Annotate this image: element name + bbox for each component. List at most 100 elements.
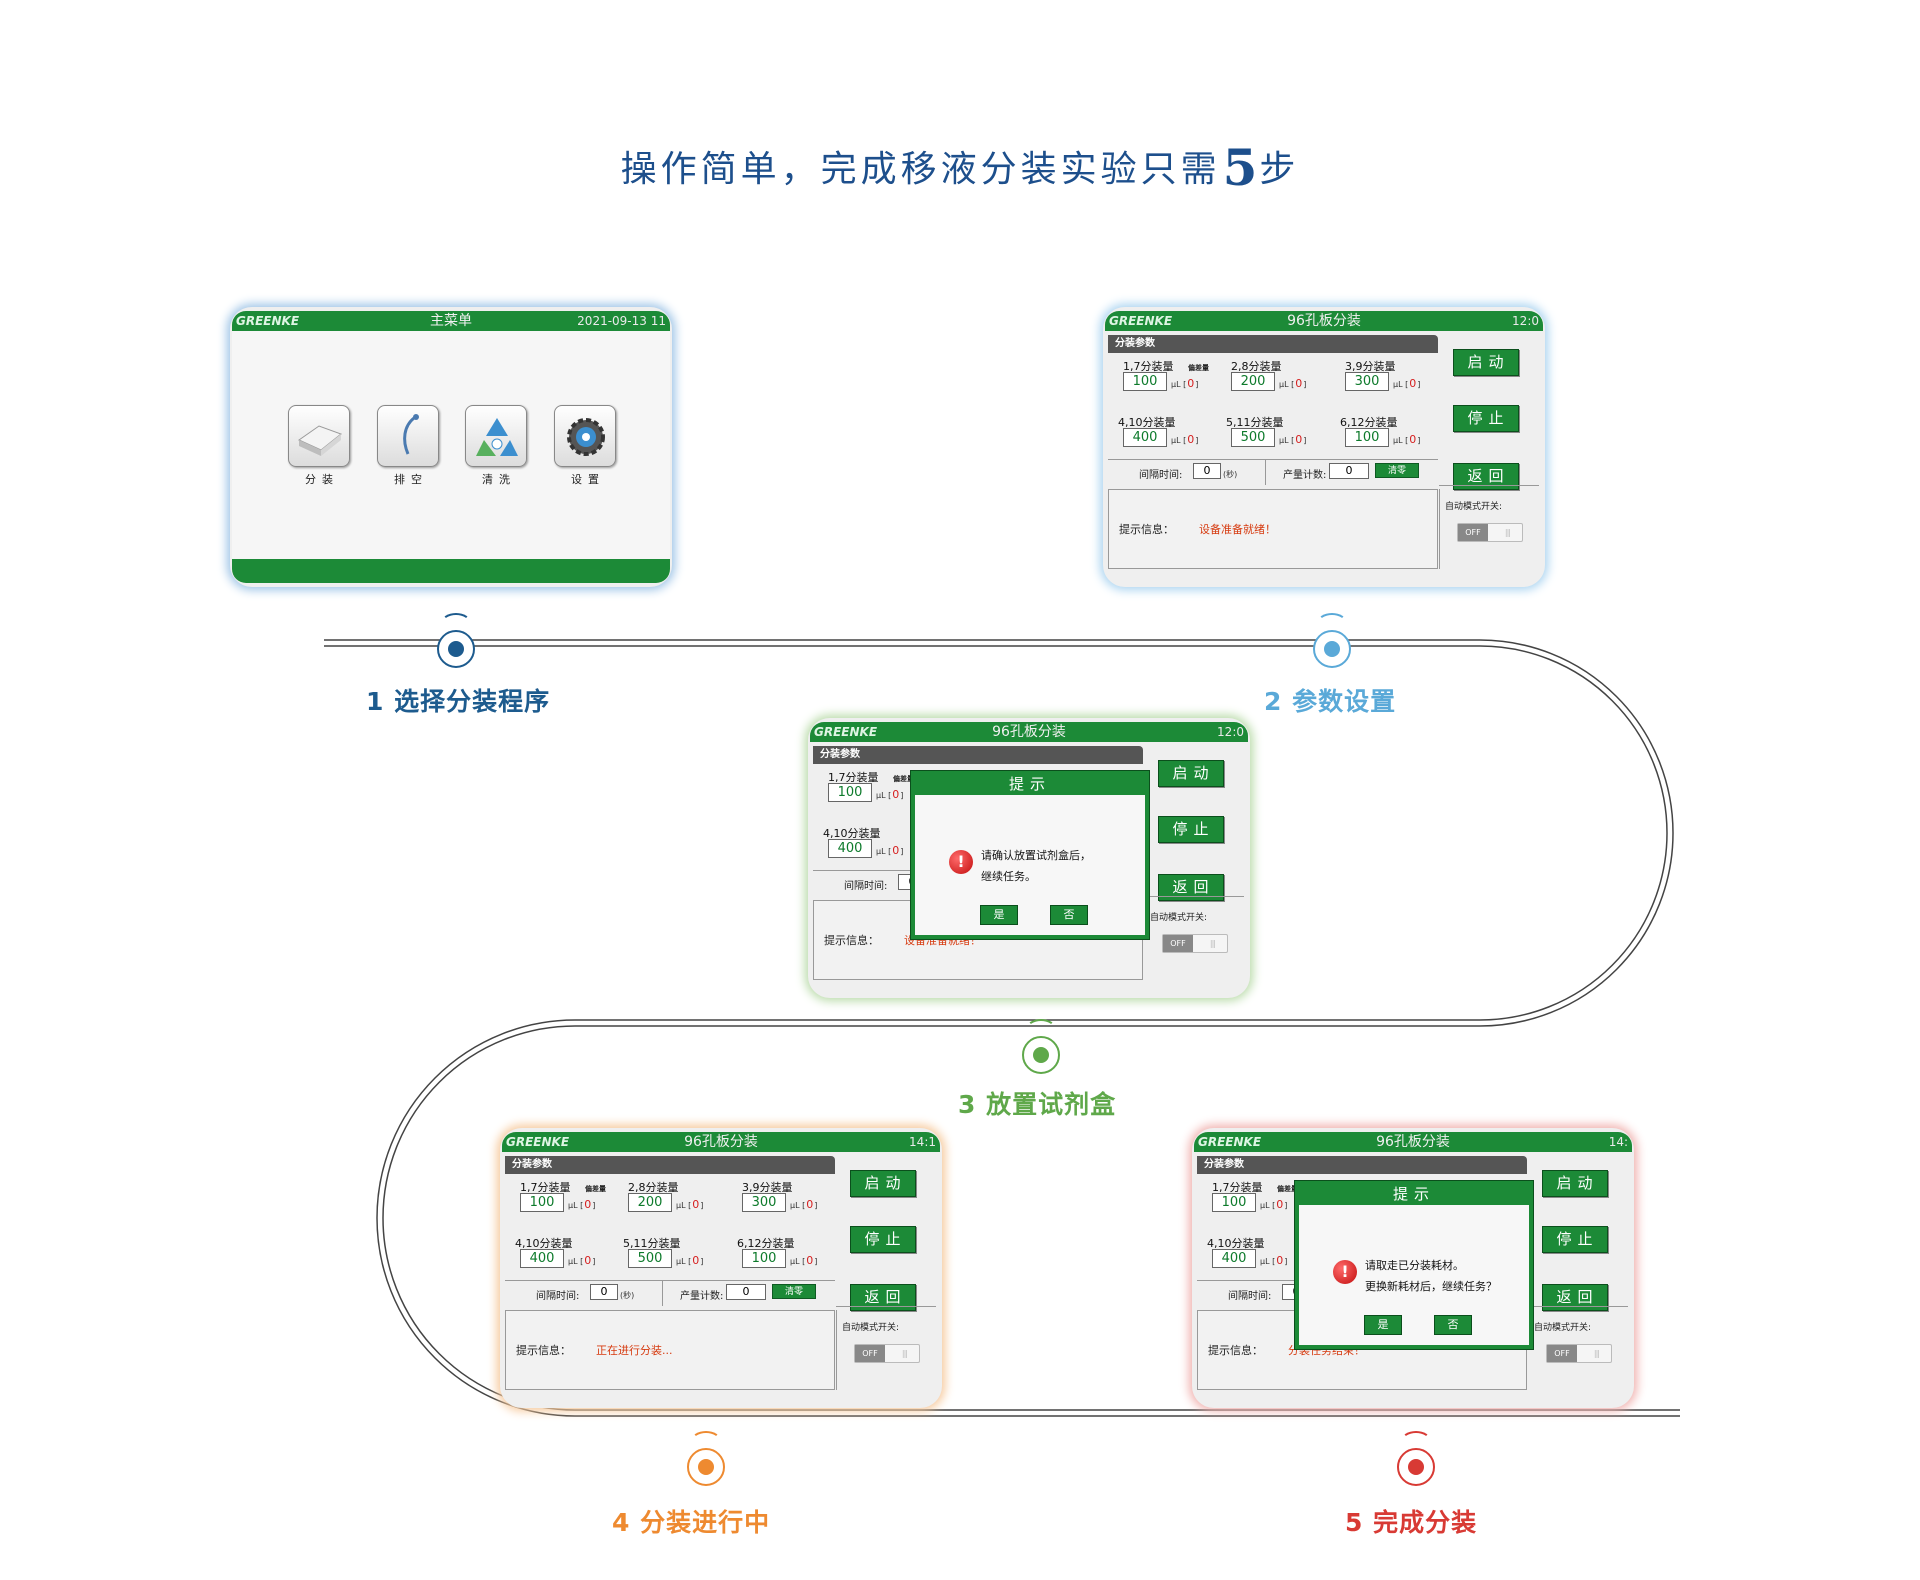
main-menu-screen: GREENKE 主菜单 2021-09-13 11 分装 排空 清洗 设置 [230, 307, 672, 587]
start-button[interactable]: 启动 [1158, 760, 1224, 787]
confirm-dialog: 提示 ! 请取走已分装耗材。更换新耗材后，继续任务？ 是 否 [1294, 1180, 1534, 1350]
count-value: 0 [1329, 463, 1369, 479]
param-screen-step4: GREENKE 96孔板分装 14:1 分装参数 1,7分装量 偏差量 100 … [500, 1128, 942, 1408]
param-label: 1,7分装量 [1212, 1181, 1263, 1194]
param-input[interactable]: 100 [828, 783, 872, 802]
param-input[interactable]: 200 [1231, 372, 1275, 391]
clear-count-button[interactable]: 清零 [1375, 463, 1419, 478]
bottom-bar [232, 559, 670, 583]
auto-mode-toggle[interactable]: OFF||| [1546, 1344, 1612, 1363]
bias-value: μL [0] [676, 1254, 704, 1267]
pipette-icon [403, 414, 419, 455]
bias-value: μL [0] [876, 844, 904, 857]
param-input[interactable]: 100 [1345, 428, 1389, 447]
param-input[interactable]: 100 [520, 1193, 564, 1212]
info-label: 提示信息： [516, 1344, 571, 1357]
interval-input[interactable]: 0 [590, 1284, 618, 1300]
drain-menu-button[interactable] [377, 405, 439, 467]
interval-unit: (秒) [1223, 470, 1238, 479]
interval-label: 间隔时间: [1139, 470, 1183, 481]
gear-icon [567, 418, 605, 456]
param-input[interactable]: 500 [1231, 428, 1275, 447]
param-label: 1,7分装量 [828, 771, 879, 784]
dialog-no-button[interactable]: 否 [1050, 905, 1088, 925]
param-label: 2,8分装量 [628, 1181, 679, 1194]
step-2-marker [1301, 613, 1361, 675]
clock: 14: [1608, 1135, 1628, 1149]
screen-title: 96孔板分装 [1376, 1134, 1450, 1150]
bias-value: μL [0] [676, 1198, 704, 1211]
bias-value: μL [0] [1260, 1254, 1288, 1267]
section-header: 分装参数 [505, 1156, 835, 1174]
param-label: 4,10分装量 [1118, 416, 1176, 429]
param-label: 4,10分装量 [1207, 1237, 1265, 1250]
auto-mode-toggle[interactable]: OFF||| [1162, 934, 1228, 953]
stop-button[interactable]: 停止 [1453, 405, 1519, 432]
dialog-yes-button[interactable]: 是 [980, 905, 1018, 925]
wash-menu-button[interactable] [465, 405, 527, 467]
param-input[interactable]: 100 [1123, 372, 1167, 391]
bias-label: 偏差量 [893, 775, 914, 783]
warning-icon: ! [1333, 1260, 1357, 1284]
param-input[interactable]: 400 [1212, 1249, 1256, 1268]
start-button[interactable]: 启动 [850, 1170, 916, 1197]
step-4-marker [675, 1431, 735, 1493]
brand-logo: GREENKE [814, 725, 878, 739]
stop-button[interactable]: 停止 [1158, 816, 1224, 843]
auto-mode-label: 自动模式开关: [842, 1323, 900, 1333]
screen-title: 96孔板分装 [992, 724, 1066, 740]
param-label: 6,12分装量 [737, 1237, 795, 1250]
dispense-menu-button[interactable] [288, 405, 350, 467]
auto-mode-toggle[interactable]: OFF||| [1457, 523, 1523, 542]
param-label: 3,9分装量 [1345, 360, 1396, 373]
param-label: 5,11分装量 [623, 1237, 681, 1250]
param-label: 5,11分装量 [1226, 416, 1284, 429]
brand-logo: GREENKE [1109, 314, 1173, 328]
recycle-icon [476, 418, 518, 456]
warning-icon: ! [949, 850, 973, 874]
auto-mode-label: 自动模式开关: [1150, 913, 1208, 923]
param-input[interactable]: 500 [628, 1249, 672, 1268]
info-message: 正在进行分装... [596, 1344, 673, 1357]
menu-label: 设置 [571, 473, 605, 486]
dialog-message: 请确认放置试剂盒后，继续任务。 [981, 849, 1091, 883]
param-input[interactable]: 300 [742, 1193, 786, 1212]
param-input[interactable]: 400 [520, 1249, 564, 1268]
param-input[interactable]: 100 [1212, 1193, 1256, 1212]
param-input[interactable]: 100 [742, 1249, 786, 1268]
param-input[interactable]: 400 [828, 839, 872, 858]
screen-title: 96孔板分装 [684, 1134, 758, 1150]
param-input[interactable]: 200 [628, 1193, 672, 1212]
info-panel [505, 1310, 835, 1390]
start-button[interactable]: 启动 [1542, 1170, 1608, 1197]
status-bar: GREENKE 96孔板分装 12:0 [810, 722, 1248, 742]
interval-input[interactable]: 0 [1193, 463, 1221, 479]
status-bar: GREENKE 96孔板分装 12:0 [1105, 311, 1543, 331]
status-bar: GREENKE 96孔板分装 14:1 [502, 1132, 940, 1152]
start-button[interactable]: 启动 [1453, 349, 1519, 376]
param-input[interactable]: 400 [1123, 428, 1167, 447]
step-2-label: 2 参数设置 [1264, 687, 1397, 716]
dialog-no-button[interactable]: 否 [1434, 1315, 1472, 1335]
bias-label: 偏差量 [585, 1185, 606, 1193]
menu-label: 清洗 [482, 473, 516, 486]
stop-button[interactable]: 停止 [850, 1226, 916, 1253]
info-message: 设备准备就绪！ [1199, 523, 1276, 536]
stop-button[interactable]: 停止 [1542, 1226, 1608, 1253]
bias-value: μL [0] [1279, 433, 1307, 446]
param-label: 1,7分装量 [520, 1181, 571, 1194]
param-label: 4,10分装量 [515, 1237, 573, 1250]
clear-count-button[interactable]: 清零 [772, 1284, 816, 1299]
dialog-yes-button[interactable]: 是 [1364, 1315, 1402, 1335]
settings-menu-button[interactable] [554, 405, 616, 467]
auto-mode-label: 自动模式开关: [1534, 1323, 1592, 1333]
step-5-label: 5 完成分装 [1345, 1508, 1478, 1537]
param-input[interactable]: 300 [1345, 372, 1389, 391]
brand-logo: GREENKE [236, 314, 300, 328]
interval-label: 间隔时间: [1228, 1291, 1272, 1302]
section-header: 分装参数 [813, 746, 1143, 764]
clock: 2021-09-13 11 [577, 314, 666, 328]
info-panel [1108, 489, 1438, 569]
auto-mode-toggle[interactable]: OFF||| [854, 1344, 920, 1363]
step-4-label: 4 分装进行中 [612, 1508, 771, 1537]
